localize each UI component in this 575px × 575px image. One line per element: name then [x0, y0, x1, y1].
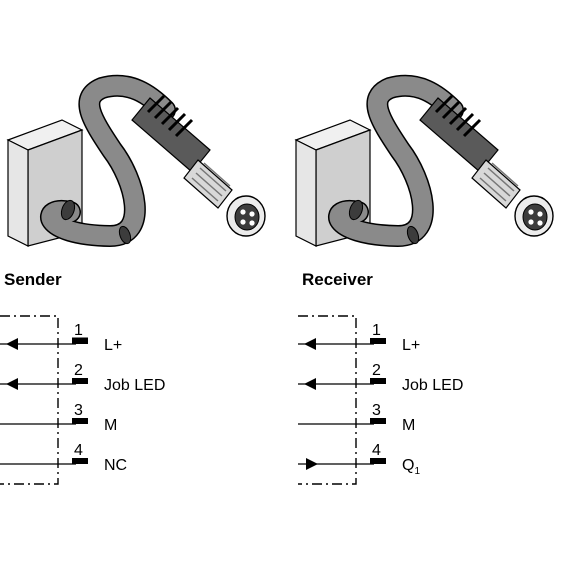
pin-number: 1	[372, 322, 381, 339]
pin-contact	[370, 418, 386, 424]
pin-signal-subscript: 1	[414, 466, 420, 477]
pin-contact	[370, 378, 386, 384]
sender-pin-diagram: 1 L+ 2 Job LED 3 M 4 NC	[0, 315, 165, 485]
arrow-left-icon	[6, 338, 18, 350]
pin-signal: Job LED	[104, 377, 165, 394]
strain-relief	[419, 94, 499, 173]
pin-row: 2 Job LED	[298, 362, 463, 394]
pin-row: 1 L+	[298, 322, 420, 354]
pin-signal: Q1	[402, 457, 420, 477]
receiver-sensor-illustration	[294, 74, 554, 248]
pin-number: 4	[74, 442, 83, 459]
arrow-right-icon	[306, 458, 318, 470]
sender-panel: Sender 1 L+ 2 Job LED 3 M	[0, 0, 287, 575]
knurled-nut	[471, 159, 521, 209]
pin-contact	[370, 338, 386, 344]
arrow-left-icon	[6, 378, 18, 390]
pin-row: 3 M	[298, 402, 415, 434]
panel-title: Receiver	[302, 270, 373, 289]
pin-number: 4	[372, 442, 381, 459]
strain-relief	[131, 94, 211, 173]
pin-contact	[72, 418, 88, 424]
pin-signal: L+	[402, 337, 420, 354]
pin-row: 4 Q1	[298, 442, 420, 477]
plug-face	[226, 195, 266, 237]
pin-signal: M	[104, 417, 117, 434]
pin-row: 4 NC	[0, 442, 127, 474]
pin-contact	[370, 458, 386, 464]
pin-signal: NC	[104, 457, 127, 474]
housing-outline	[0, 315, 59, 485]
housing-outline	[298, 315, 357, 485]
pin-contact	[72, 338, 88, 344]
knurled-nut	[183, 159, 233, 209]
sender-sensor-illustration	[6, 74, 266, 248]
pin-signal: M	[402, 417, 415, 434]
pin-signal: L+	[104, 337, 122, 354]
panel-title: Sender	[4, 270, 62, 289]
pin-row: 3 M	[0, 402, 117, 434]
pin-row: 2 Job LED	[0, 362, 165, 394]
pin-number: 3	[372, 402, 381, 419]
pin-contact	[72, 458, 88, 464]
pin-number: 3	[74, 402, 83, 419]
pin-row: 1 L+	[0, 322, 122, 354]
pin-signal-main: Q	[402, 457, 414, 474]
receiver-pin-diagram: 1 L+ 2 Job LED 3 M 4 Q1	[298, 315, 463, 485]
pin-number: 2	[372, 362, 381, 379]
pin-number: 1	[74, 322, 83, 339]
receiver-panel: Receiver 1 L+ 2 Job LED 3 M 4	[288, 0, 575, 575]
pin-signal: Job LED	[402, 377, 463, 394]
pin-contact	[72, 378, 88, 384]
plug-face	[514, 195, 554, 237]
arrow-left-icon	[304, 338, 316, 350]
pin-number: 2	[74, 362, 83, 379]
arrow-left-icon	[304, 378, 316, 390]
